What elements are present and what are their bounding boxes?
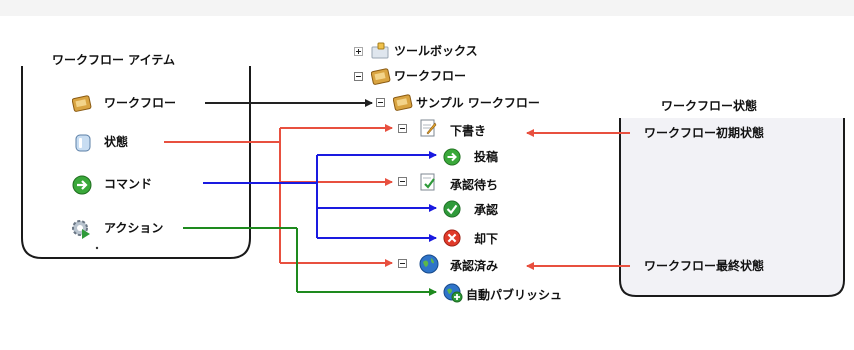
state-icon [74,133,92,153]
command-icon [72,175,92,195]
awaiting-approval-expander[interactable] [398,177,407,186]
tree-toolbox[interactable]: ツールボックス [394,44,478,58]
legend-label-command: コマンド [104,177,153,191]
tree-auto-publish[interactable]: 自動パブリッシュ [466,288,563,302]
draft-expander[interactable] [398,124,407,133]
awaiting-approval-icon [419,172,437,192]
legend-label-state: 状態 [104,135,129,149]
panel-dot [95,246,99,250]
tree-workflow[interactable]: ワークフロー [394,69,467,83]
items-panel-title: ワークフロー アイテム [52,53,175,67]
submit-command-icon [443,148,461,166]
tree-approved[interactable]: 承認済み [450,259,499,273]
initial-state-label: ワークフロー初期状態 [644,126,765,140]
approve-command-icon [443,200,461,218]
toolbox-icon [371,42,391,60]
top-band [0,0,854,16]
workflow-icon [72,94,92,112]
tree-reject[interactable]: 却下 [474,232,499,246]
tree-submit[interactable]: 投稿 [474,150,499,164]
draft-icon [419,118,437,138]
command-arrows [203,151,437,242]
action-icon [70,218,92,240]
tree-approve[interactable]: 承認 [474,203,499,217]
tree-sample-workflow[interactable]: サンプル ワークフロー [416,96,540,110]
workflow-folder-icon [371,67,391,85]
states-panel-frame [619,118,845,297]
auto-publish-icon [443,283,463,303]
tree-draft[interactable]: 下書き [450,124,487,138]
sample-workflow-icon [393,93,413,111]
final-state-label: ワークフロー最終状態 [644,259,765,273]
legend-label-workflow: ワークフロー [104,96,177,110]
action-arrow [183,227,437,296]
legend-label-action: アクション [104,221,164,235]
sample-workflow-expander[interactable] [376,98,385,107]
states-panel-title: ワークフロー状態 [661,99,758,113]
reject-command-icon [443,229,461,247]
tree-awaiting-approval[interactable]: 承認待ち [450,178,499,192]
state-arrows [164,124,393,267]
workflow-expander[interactable] [354,72,363,81]
approved-expander[interactable] [398,259,407,268]
items-panel-frame [21,66,251,259]
approved-globe-icon [419,254,439,274]
toolbox-expander[interactable] [354,47,363,56]
